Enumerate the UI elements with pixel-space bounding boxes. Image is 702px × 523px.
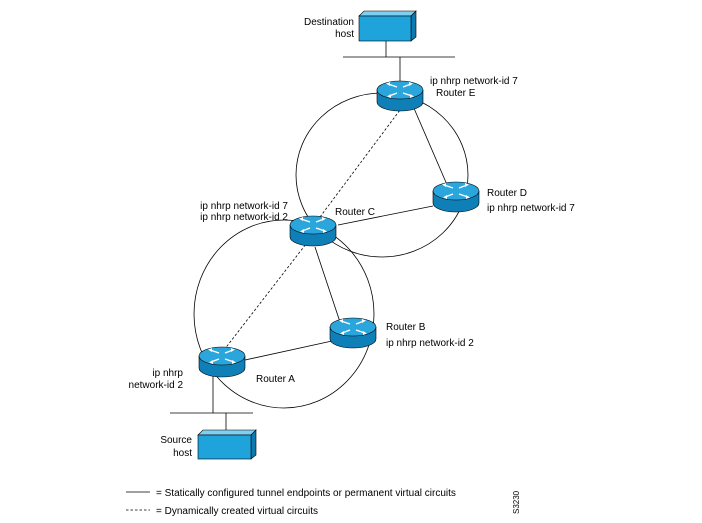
router-d-name: Router D (487, 188, 527, 199)
router-a-name: Router A (256, 374, 295, 385)
router-e-name: Router E (436, 88, 476, 99)
link-e-d (412, 105, 449, 188)
link-c-d (337, 205, 434, 226)
legend-static-label: = Statically configured tunnel endpoints… (156, 488, 456, 499)
router-d-icon (432, 181, 480, 213)
legend-dynamic-label: = Dynamically created virtual circuits (156, 506, 318, 517)
router-a-icon (198, 346, 246, 378)
router-c-name: Router C (335, 207, 375, 218)
destination-host-label-line2: host (335, 29, 354, 40)
source-host-label-line2: host (173, 448, 192, 459)
router-c-nhrp-label-line2: ip nhrp network-id 2 (200, 212, 288, 223)
link-a-b (235, 340, 333, 363)
source-host-icon (197, 429, 257, 460)
link-c-b (314, 246, 341, 323)
router-a-nhrp-label-line1: ip nhrp (152, 368, 183, 379)
router-a-nhrp-label-line2: network-id 2 (129, 380, 184, 391)
router-e-icon (376, 80, 424, 112)
destination-host-icon (358, 10, 417, 42)
network-id-2-ring (193, 219, 375, 409)
router-b-name: Router B (386, 322, 426, 333)
router-c-icon (289, 215, 337, 247)
router-b-nhrp-label: ip nhrp network-id 2 (386, 338, 474, 349)
router-d-nhrp-label: ip nhrp network-id 7 (487, 203, 575, 214)
dynamic-link-a-c (223, 243, 307, 351)
dynamic-link-c-e (319, 105, 404, 218)
router-e-nhrp-label: ip nhrp network-id 7 (430, 76, 518, 87)
source-host-label-line1: Source (160, 435, 192, 446)
router-b-icon (329, 317, 377, 349)
router-c-nhrp-label-line1: ip nhrp network-id 7 (200, 201, 288, 212)
figure-id: S3230 (512, 490, 521, 514)
destination-host-label-line1: Destination (304, 17, 354, 28)
